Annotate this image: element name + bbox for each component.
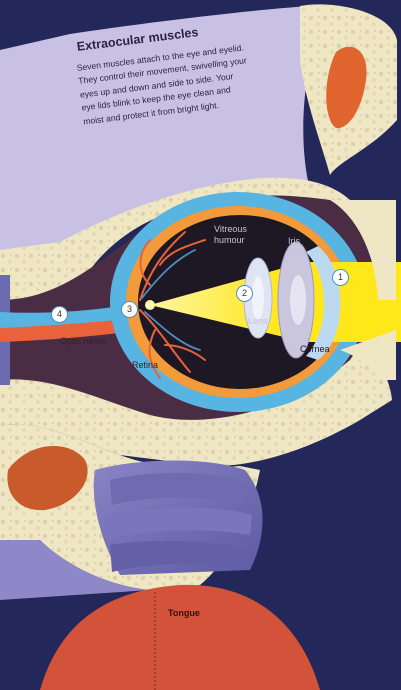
label-lens: Lens — [248, 316, 268, 326]
marker-2: 2 — [236, 285, 253, 302]
marker-3: 3 — [121, 301, 138, 318]
label-iris: Iris — [288, 236, 300, 246]
label-cornea: Cornea — [300, 344, 330, 354]
label-tongue: Tongue — [168, 608, 200, 618]
marker-4: 4 — [51, 306, 68, 323]
label-retina: Retina — [132, 360, 158, 370]
label-vitreous-humour: Vitreous humour — [214, 224, 274, 246]
marker-1: 1 — [332, 269, 349, 286]
label-optic-nerve: Optic nerve — [60, 336, 106, 346]
